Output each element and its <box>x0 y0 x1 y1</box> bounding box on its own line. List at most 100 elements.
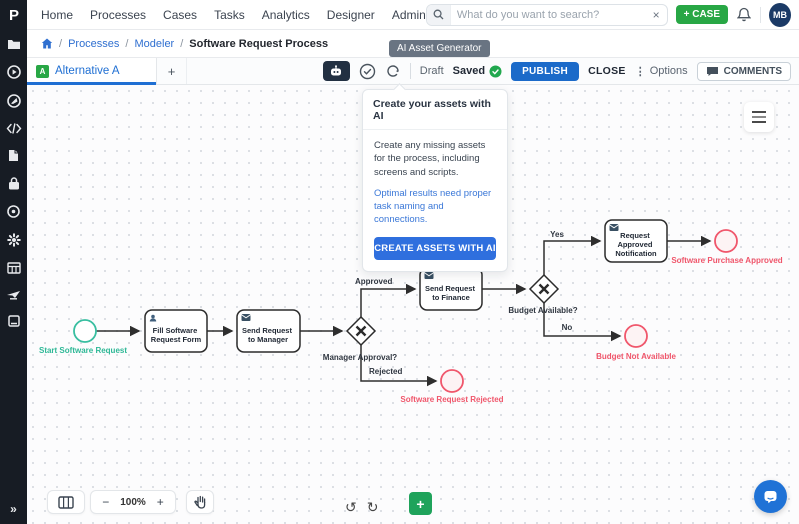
validate-check-icon[interactable] <box>359 63 376 80</box>
publish-button[interactable]: PUBLISH <box>511 61 580 81</box>
search-input[interactable] <box>450 8 646 21</box>
end-event-label: Budget Not Available <box>596 352 676 361</box>
chat-bubble-icon <box>764 490 777 503</box>
refresh-icon[interactable] <box>385 63 401 79</box>
edge-label-no: No <box>562 323 573 332</box>
main-menu: Home Processes Cases Tasks Analytics Des… <box>41 8 426 22</box>
ai-assets-popup: Create your assets with AI Create any mi… <box>362 89 508 272</box>
task-send-request-to-manager[interactable]: Send Request to Manager <box>236 309 301 353</box>
task-label: Request Approved Notification <box>615 231 657 258</box>
tab-label: Alternative A <box>55 65 120 77</box>
task-send-request-to-finance[interactable]: Send Request to Finance <box>419 267 483 311</box>
options-label: Options <box>649 65 688 77</box>
home-icon[interactable] <box>41 38 53 49</box>
card-reader-icon[interactable] <box>7 315 20 327</box>
comments-label: COMMENTS <box>723 65 782 77</box>
global-search: × <box>425 3 668 26</box>
breadcrumb-processes[interactable]: Processes <box>68 37 120 50</box>
end-event-label: Software Request Rejected <box>400 395 503 404</box>
menu-designer[interactable]: Designer <box>326 7 375 22</box>
tab-alternative-a[interactable]: A Alternative A <box>27 58 157 85</box>
tab-badge: A <box>36 64 49 78</box>
processmaker-logo[interactable]: P <box>8 7 19 24</box>
vault-lock-icon[interactable] <box>8 177 20 190</box>
zoom-level: 100% <box>120 496 146 508</box>
popup-body-text: Create any missing assets for the proces… <box>374 140 486 178</box>
script-file-icon[interactable] <box>8 149 19 162</box>
undo-button[interactable]: ↺ <box>345 499 357 515</box>
breadcrumb-separator: / <box>180 37 184 50</box>
zoom-out-button[interactable]: − <box>102 495 110 509</box>
support-chat-button[interactable] <box>754 480 787 513</box>
modeler-canvas[interactable]: Start Software Request Fill Software Req… <box>27 85 799 524</box>
menu-analytics[interactable]: Analytics <box>261 7 310 22</box>
end-event-software-request-rejected[interactable] <box>440 369 464 393</box>
search-icon <box>426 4 451 25</box>
status-clock-icon[interactable] <box>7 205 20 218</box>
comments-button[interactable]: COMMENTS <box>696 61 791 81</box>
task-fill-software-request-form[interactable]: Fill Software Request Form <box>144 309 208 353</box>
gateway-manager-approval[interactable] <box>345 315 377 347</box>
menu-processes[interactable]: Processes <box>90 7 147 22</box>
main-area: Home Processes Cases Tasks Analytics Des… <box>27 0 799 524</box>
code-icon[interactable] <box>6 123 22 134</box>
history-controls: ↺ ↻ <box>345 499 378 516</box>
breadcrumb-modeler[interactable]: Modeler <box>134 37 175 50</box>
new-tab-button[interactable]: + <box>157 58 187 84</box>
gateway-label: Budget Available? <box>508 306 577 315</box>
screens-icon[interactable] <box>6 94 21 108</box>
tables-grid-icon[interactable] <box>6 262 21 274</box>
saved-label: Saved <box>452 65 486 77</box>
play-circle-icon[interactable] <box>6 65 21 79</box>
comment-bubble-icon <box>706 66 718 76</box>
task-request-approved-notification[interactable]: Request Approved Notification <box>604 219 668 263</box>
tab-bar: A Alternative A + Draft Saved <box>27 58 799 85</box>
options-dots-icon: ⋮ <box>634 65 646 78</box>
ai-asset-generator-tooltip: AI Asset Generator <box>389 40 490 57</box>
edge-label-yes: Yes <box>550 230 564 239</box>
menu-home[interactable]: Home <box>41 7 74 22</box>
pan-hand-button[interactable] <box>186 490 214 514</box>
ai-asset-generator-button[interactable] <box>322 61 350 81</box>
sidebar-expand-button[interactable]: » <box>10 502 17 516</box>
draft-label: Draft <box>419 65 444 77</box>
folder-icon[interactable] <box>7 38 21 50</box>
new-case-button[interactable]: + CASE <box>675 5 729 24</box>
start-event[interactable] <box>73 319 97 343</box>
add-element-button[interactable]: + <box>409 492 432 515</box>
gateway-budget-available[interactable] <box>528 273 560 305</box>
popup-hint-link[interactable]: Optimal results need proper task naming … <box>374 187 492 226</box>
settings-gear-icon[interactable] <box>6 233 21 247</box>
saved-check-icon <box>489 65 502 77</box>
close-button[interactable]: CLOSE <box>588 65 626 77</box>
sequence-flows[interactable] <box>96 235 712 387</box>
zoom-control: − 100% + <box>90 490 176 514</box>
navbar-divider <box>760 6 761 23</box>
popup-title: Create your assets with AI <box>363 90 507 130</box>
redo-button[interactable]: ↻ <box>366 499 379 515</box>
panel-menu-button[interactable] <box>744 102 774 132</box>
top-navbar: Home Processes Cases Tasks Analytics Des… <box>27 0 799 30</box>
menu-admin[interactable]: Admin <box>391 7 426 22</box>
search-clear-icon[interactable]: × <box>652 7 660 22</box>
menu-tasks[interactable]: Tasks <box>214 7 245 22</box>
options-button[interactable]: ⋮ Options <box>635 65 688 78</box>
data-plane-icon[interactable] <box>6 289 21 300</box>
edge-label-approved: Approved <box>355 277 392 286</box>
zoom-in-button[interactable]: + <box>156 495 164 509</box>
toolbar-divider <box>409 63 411 79</box>
breadcrumb-separator: / <box>125 37 129 50</box>
user-avatar[interactable]: MB <box>768 2 791 27</box>
envelope-icon <box>424 272 434 279</box>
user-task-icon <box>149 314 157 322</box>
envelope-icon <box>609 224 619 231</box>
minimap-button[interactable] <box>47 490 85 514</box>
notifications-bell-icon[interactable] <box>737 7 752 22</box>
end-event-software-purchase-approved[interactable] <box>714 229 738 253</box>
menu-cases[interactable]: Cases <box>163 7 198 22</box>
breadcrumb-separator: / <box>59 37 63 50</box>
end-event-budget-not-available[interactable] <box>624 324 648 348</box>
edge-label-rejected: Rejected <box>369 367 402 376</box>
create-assets-with-ai-button[interactable]: CREATE ASSETS WITH AI <box>374 236 496 260</box>
